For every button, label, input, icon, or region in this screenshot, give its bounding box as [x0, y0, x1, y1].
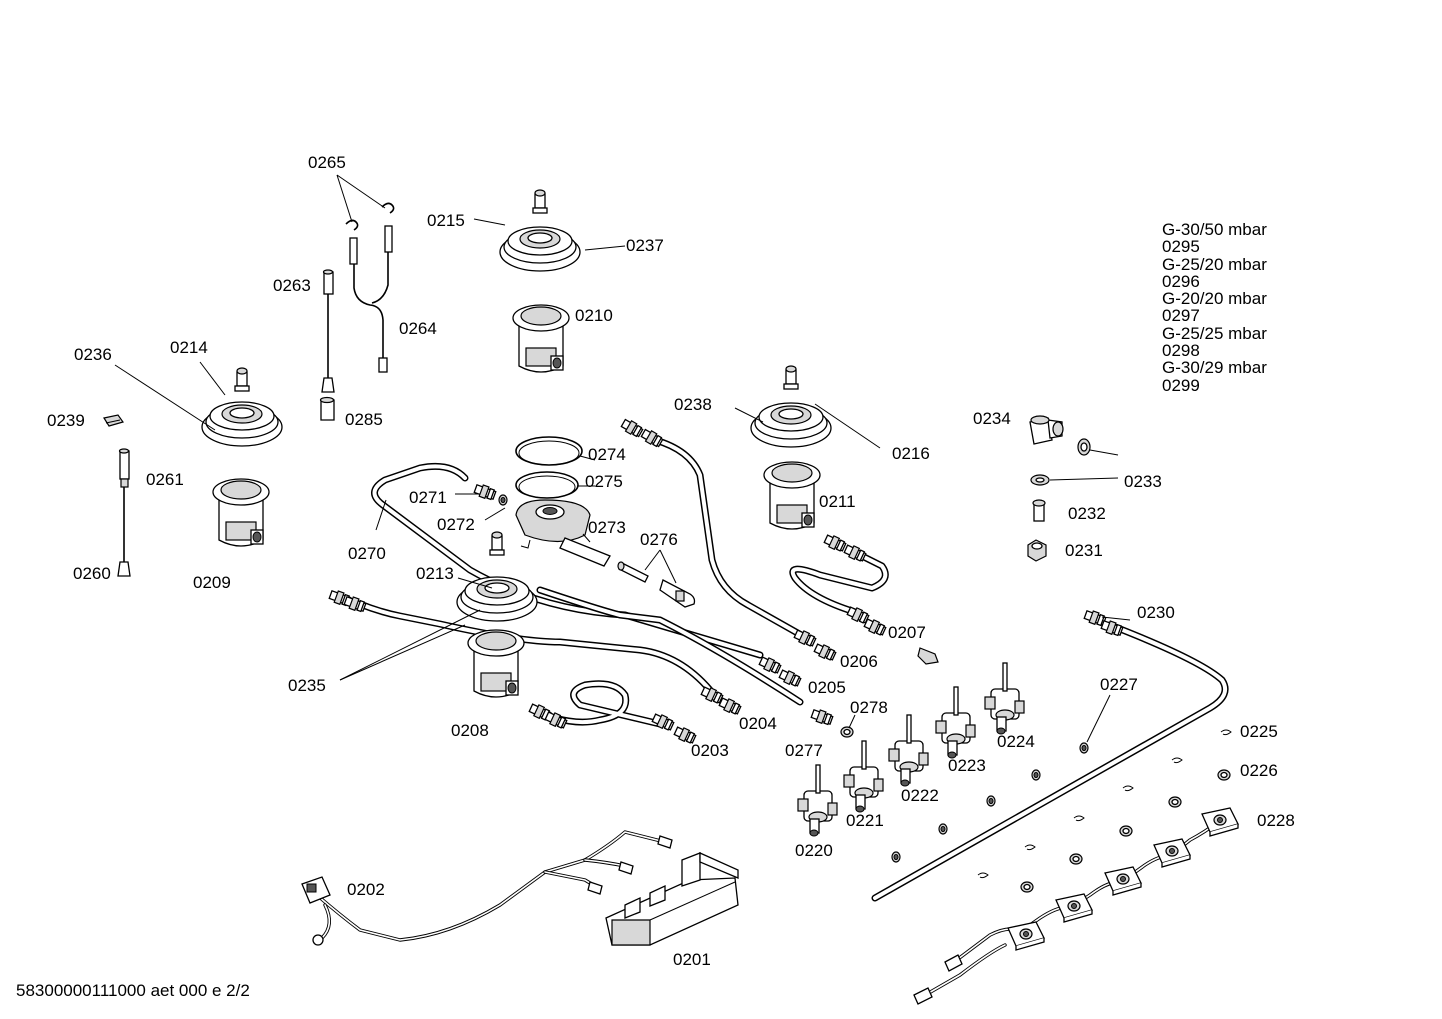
label-0208: 0208 — [451, 721, 489, 740]
wok-burner-rings — [515, 436, 611, 567]
label-0204: 0204 — [739, 714, 777, 733]
gas-variant-line: G-25/25 mbar — [1162, 323, 1267, 343]
clips-0265 — [345, 202, 395, 231]
label-0276: 0276 — [640, 530, 678, 549]
gas-variant-line: G-30/50 mbar — [1162, 220, 1267, 239]
label-0265: 0265 — [308, 153, 346, 172]
ignition-module-assembly — [301, 830, 739, 946]
label-0227: 0227 — [1100, 675, 1138, 694]
thermocouples — [117, 225, 393, 577]
label-0274: 0274 — [588, 445, 626, 464]
label-0226: 0226 — [1240, 761, 1278, 780]
gas-variant-line: 0299 — [1162, 375, 1200, 395]
burner-assembly-front-left — [456, 531, 538, 698]
gas-variant-line: G-25/20 mbar — [1162, 254, 1267, 274]
label-0203: 0203 — [691, 741, 729, 760]
label-0270: 0270 — [348, 544, 386, 563]
document-footer: 58300000111000 aet 000 e 2/2 — [16, 981, 250, 1000]
label-0206: 0206 — [840, 652, 878, 671]
label-0209: 0209 — [193, 573, 231, 592]
label-0232: 0232 — [1068, 504, 1106, 523]
label-0228: 0228 — [1257, 811, 1295, 830]
label-0202: 0202 — [347, 880, 385, 899]
burner-assembly-rear-left — [201, 367, 283, 547]
label-0222: 0222 — [901, 786, 939, 805]
label-0236: 0236 — [74, 345, 112, 364]
label-0233: 0233 — [1124, 472, 1162, 491]
cap-0207 — [917, 647, 939, 665]
label-0205: 0205 — [808, 678, 846, 697]
gas-variant-line: 0297 — [1162, 306, 1200, 326]
gas-variant-line: 0295 — [1162, 237, 1200, 257]
label-0220: 0220 — [795, 841, 833, 860]
label-0225: 0225 — [1240, 722, 1278, 741]
label-0211: 0211 — [819, 492, 856, 511]
label-0213: 0213 — [416, 564, 454, 583]
label-0275: 0275 — [585, 472, 623, 491]
label-0216: 0216 — [892, 444, 930, 463]
label-0215: 0215 — [427, 211, 465, 230]
label-0285: 0285 — [345, 410, 383, 429]
label-0201: 0201 — [673, 950, 711, 969]
label-0237: 0237 — [626, 236, 664, 255]
part-number-labels: 0265 0215 0237 0263 0210 0264 0236 0214 … — [47, 153, 1295, 969]
label-0239: 0239 — [47, 411, 85, 430]
gas-inlet-fittings — [1027, 415, 1091, 562]
label-0264: 0264 — [399, 319, 437, 338]
label-0271: 0271 — [409, 488, 447, 507]
label-0210: 0210 — [575, 306, 613, 325]
spark-switch-harness — [913, 807, 1239, 1005]
label-0231: 0231 — [1065, 541, 1103, 560]
gas-tubes — [356, 436, 1229, 902]
gas-variant-line: 0296 — [1162, 271, 1200, 291]
label-0214: 0214 — [170, 338, 208, 357]
gas-variant-list: G-30/50 mbar 0295 G-25/20 mbar 0296 G-20… — [1162, 221, 1267, 394]
label-0221: 0221 — [846, 811, 884, 830]
label-0277: 0277 — [785, 741, 823, 760]
label-0230: 0230 — [1137, 603, 1175, 622]
label-0273: 0273 — [588, 518, 626, 537]
label-0272: 0272 — [437, 515, 475, 534]
label-0207: 0207 — [888, 623, 926, 642]
burner-assembly-rear-center — [499, 189, 581, 373]
label-0238: 0238 — [674, 395, 712, 414]
clip-0239 — [103, 414, 124, 427]
label-0263: 0263 — [273, 276, 311, 295]
label-0261: 0261 — [146, 470, 184, 489]
label-0223: 0223 — [948, 756, 986, 775]
rail-washers — [891, 729, 1232, 893]
gas-variant-line: G-30/29 mbar — [1162, 358, 1267, 378]
label-0224: 0224 — [997, 732, 1035, 751]
gas-variant-line: G-20/20 mbar — [1162, 289, 1267, 309]
label-0234: 0234 — [973, 409, 1011, 428]
gas-variant-line: 0298 — [1162, 341, 1200, 361]
label-0260: 0260 — [73, 564, 111, 583]
leader-lines — [114, 174, 1131, 743]
label-0235: 0235 — [288, 676, 326, 695]
label-0278: 0278 — [850, 698, 888, 717]
sleeve-pieces-0276 — [617, 561, 696, 608]
small-fittings-0277-0278 — [809, 707, 854, 738]
